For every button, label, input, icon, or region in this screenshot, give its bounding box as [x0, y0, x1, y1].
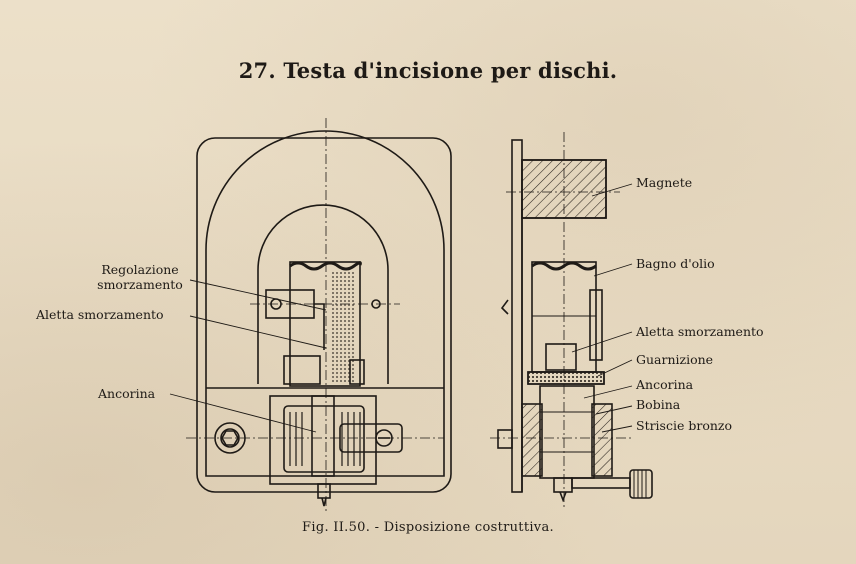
oil-chamber [289, 261, 361, 387]
front-view [169, 118, 452, 512]
vane [283, 355, 321, 385]
label-regolazione-line1: Regolazione [101, 262, 179, 277]
page-title: 27. Testa d'incisione per dischi. [238, 58, 618, 83]
label-guarnizione: Guarnizione [636, 352, 714, 367]
adjust-screw [571, 477, 631, 489]
housing-arch [205, 130, 445, 477]
coil-stack [539, 385, 595, 479]
vane-side [545, 343, 577, 371]
label-aletta-left: Aletta smorzamento [36, 307, 164, 322]
armature [311, 395, 335, 477]
figure-caption: Fig. II.50. - Disposizione costruttiva. [302, 520, 554, 535]
inner-arch [257, 204, 389, 384]
label-striscie-bronzo: Striscie bronzo [636, 418, 733, 433]
label-magnete: Magnete [636, 175, 693, 190]
label-regolazione-line2: smorzamento [97, 277, 183, 292]
side-view [490, 132, 653, 510]
label-bobina: Bobina [636, 397, 681, 412]
knob [629, 469, 653, 499]
label-ancorina-left: Ancorina [98, 386, 156, 401]
housing-outline [196, 137, 452, 493]
label-aletta-right: Aletta smorzamento [636, 324, 764, 339]
label-regolazione: Regolazione smorzamento [90, 262, 190, 292]
label-ancorina-right: Ancorina [636, 377, 694, 392]
back-plate [511, 139, 523, 493]
gasket [527, 371, 605, 385]
label-bagno-olio: Bagno d'olio [636, 256, 715, 271]
